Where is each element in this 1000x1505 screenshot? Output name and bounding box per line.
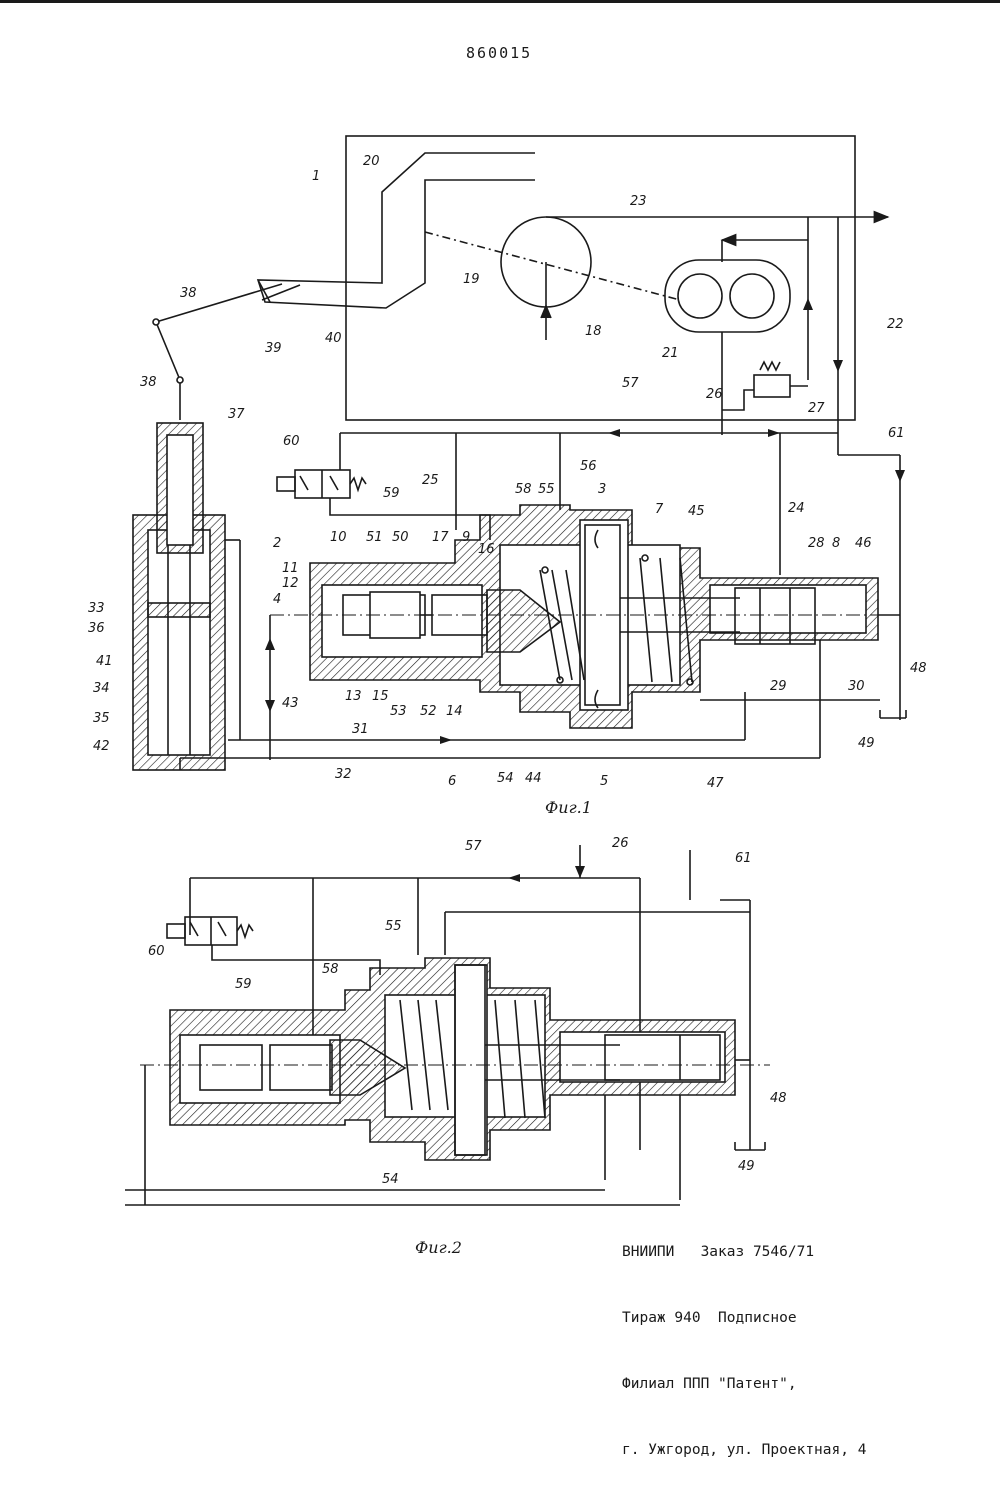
label-22: 22 bbox=[887, 317, 904, 332]
label-44: 44 bbox=[525, 771, 542, 786]
label-35: 35 bbox=[93, 711, 110, 726]
label-57-fig2: 57 bbox=[465, 839, 482, 854]
imprint-line-1: ВНИИПИ Заказ 7546/71 bbox=[622, 1241, 866, 1263]
label-8: 8 bbox=[832, 536, 840, 551]
label-16: 16 bbox=[478, 542, 495, 557]
label-18: 18 bbox=[585, 324, 602, 339]
label-39: 39 bbox=[265, 341, 282, 356]
label-37: 37 bbox=[228, 407, 245, 422]
label-15: 15 bbox=[372, 689, 389, 704]
label-36: 36 bbox=[88, 621, 105, 636]
label-60: 60 bbox=[283, 434, 300, 449]
label-41: 41 bbox=[96, 654, 113, 669]
label-14: 14 bbox=[446, 704, 463, 719]
label-33: 33 bbox=[88, 601, 105, 616]
label-30: 30 bbox=[848, 679, 865, 694]
figure-2-caption: Фиг.2 bbox=[415, 1238, 462, 1257]
label-9: 9 bbox=[462, 530, 470, 545]
label-55: 55 bbox=[538, 482, 555, 497]
gear-pump bbox=[665, 260, 790, 332]
label-58: 58 bbox=[515, 482, 532, 497]
relief-valve bbox=[754, 375, 790, 397]
label-34: 34 bbox=[93, 681, 110, 696]
label-29: 29 bbox=[770, 679, 787, 694]
label-43: 43 bbox=[282, 696, 299, 711]
label-51: 51 bbox=[366, 530, 383, 545]
label-2: 2 bbox=[273, 536, 281, 551]
figure-1: 1 20 23 19 18 21 22 38 39 40 38 37 60 59… bbox=[88, 136, 927, 817]
label-49: 49 bbox=[858, 736, 875, 751]
label-60-fig2: 60 bbox=[148, 944, 165, 959]
label-19: 19 bbox=[463, 272, 480, 287]
label-54: 54 bbox=[497, 771, 514, 786]
label-26: 26 bbox=[706, 387, 723, 402]
linkage-38 bbox=[156, 284, 282, 420]
label-61-fig2: 61 bbox=[735, 851, 752, 866]
label-11: 11 bbox=[282, 561, 299, 576]
label-59-fig2: 59 bbox=[235, 977, 252, 992]
label-13: 13 bbox=[345, 689, 362, 704]
label-42: 42 bbox=[93, 739, 110, 754]
label-7: 7 bbox=[655, 502, 664, 517]
line-59-fig2 bbox=[212, 945, 380, 975]
label-6: 6 bbox=[448, 774, 456, 789]
imprint-line-4: г. Ужгород, ул. Проектная, 4 bbox=[622, 1439, 866, 1461]
label-23: 23 bbox=[630, 194, 647, 209]
label-20: 20 bbox=[363, 154, 380, 169]
imprint-line-3: Филиал ППП "Патент", bbox=[622, 1373, 866, 1395]
axis-line bbox=[425, 232, 680, 300]
label-25: 25 bbox=[422, 473, 439, 488]
label-46: 46 bbox=[855, 536, 872, 551]
label-53: 53 bbox=[390, 704, 407, 719]
label-59: 59 bbox=[383, 486, 400, 501]
label-10: 10 bbox=[330, 530, 347, 545]
label-52: 52 bbox=[420, 704, 437, 719]
label-17: 17 bbox=[432, 530, 449, 545]
label-32: 32 bbox=[335, 767, 352, 782]
label-45: 45 bbox=[688, 504, 705, 519]
label-28: 28 bbox=[808, 536, 825, 551]
label-26-fig2: 26 bbox=[612, 836, 629, 851]
publication-imprint: ВНИИПИ Заказ 7546/71 Тираж 940 Подписное… bbox=[622, 1197, 866, 1505]
figure-1-caption: Фиг.1 bbox=[545, 798, 592, 817]
label-21: 21 bbox=[662, 346, 679, 361]
label-3: 3 bbox=[598, 482, 606, 497]
label-49-fig2: 49 bbox=[738, 1159, 755, 1174]
label-31: 31 bbox=[352, 722, 369, 737]
imprint-line-2: Тираж 940 Подписное bbox=[622, 1307, 866, 1329]
label-38a: 38 bbox=[180, 286, 197, 301]
figure-2: 57 26 61 55 60 59 58 48 54 49 Фиг.2 bbox=[125, 836, 787, 1257]
label-58-fig2: 58 bbox=[322, 962, 339, 977]
label-55-fig2: 55 bbox=[385, 919, 402, 934]
label-54-fig2: 54 bbox=[382, 1172, 399, 1187]
patent-drawing-page: 860015 bbox=[0, 0, 1000, 1414]
throttle-flap bbox=[262, 285, 300, 300]
label-61: 61 bbox=[888, 426, 905, 441]
label-38b: 38 bbox=[140, 375, 157, 390]
label-57: 57 bbox=[622, 376, 639, 391]
label-12: 12 bbox=[282, 576, 299, 591]
label-48-fig2: 48 bbox=[770, 1091, 787, 1106]
label-5: 5 bbox=[600, 774, 608, 789]
label-4: 4 bbox=[273, 592, 281, 607]
label-56: 56 bbox=[580, 459, 597, 474]
label-27: 27 bbox=[808, 401, 825, 416]
label-24: 24 bbox=[788, 501, 805, 516]
label-1: 1 bbox=[312, 169, 320, 184]
label-47: 47 bbox=[707, 776, 724, 791]
label-50: 50 bbox=[392, 530, 409, 545]
label-40: 40 bbox=[325, 331, 342, 346]
label-48: 48 bbox=[910, 661, 927, 676]
